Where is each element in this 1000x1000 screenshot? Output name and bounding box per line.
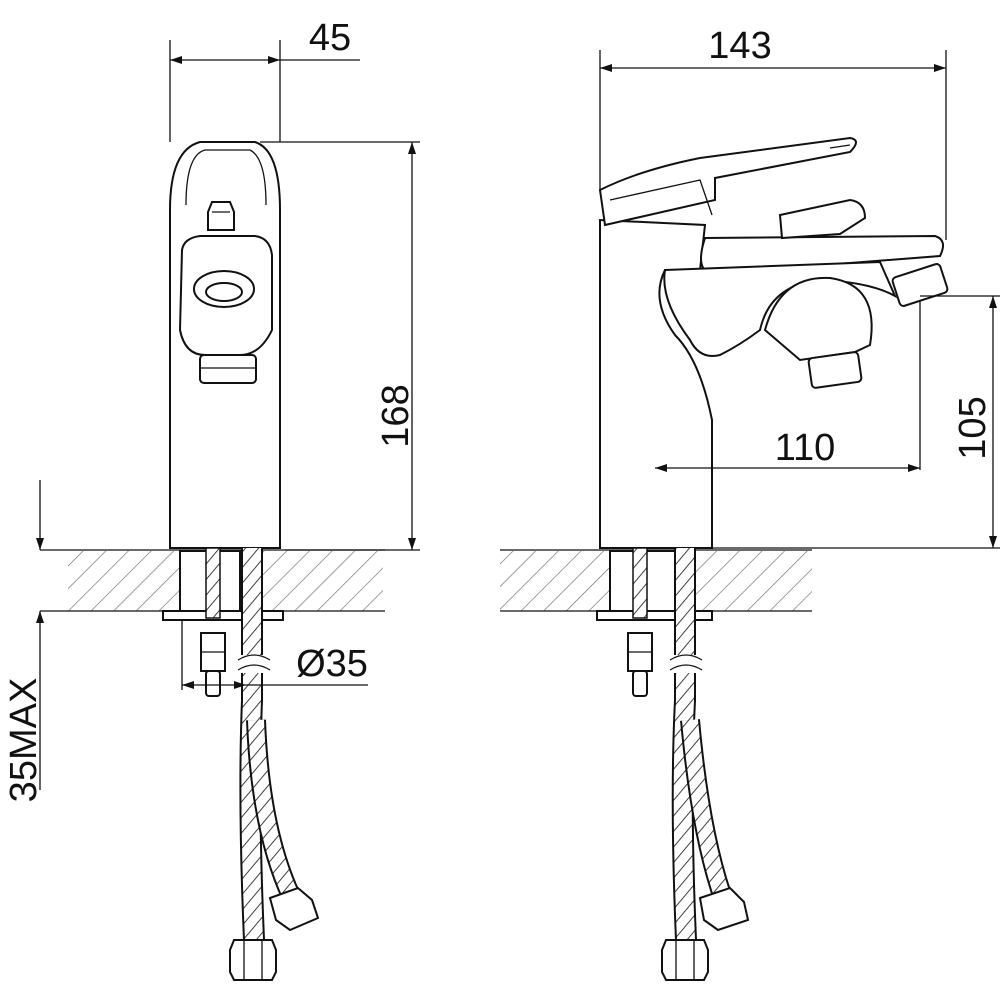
dim-front-height: 168 [375, 384, 417, 447]
dim-front-width: 45 [309, 17, 351, 59]
handle-lever [598, 136, 857, 227]
dim-hole-diameter: Ø35 [296, 643, 368, 685]
spout-side [700, 234, 945, 276]
dim-spout-reach: 110 [775, 427, 836, 469]
side-view: 143 110 105 [500, 25, 1000, 981]
front-view: 45 168 35MAX Ø35 [3, 17, 420, 981]
dim-spout-height: 105 [952, 396, 994, 459]
threaded-stud-side [632, 547, 648, 619]
dim-side-depth: 143 [708, 25, 771, 67]
dim-deck-thickness: 35MAX [3, 678, 45, 803]
threaded-stud-front [205, 547, 221, 619]
